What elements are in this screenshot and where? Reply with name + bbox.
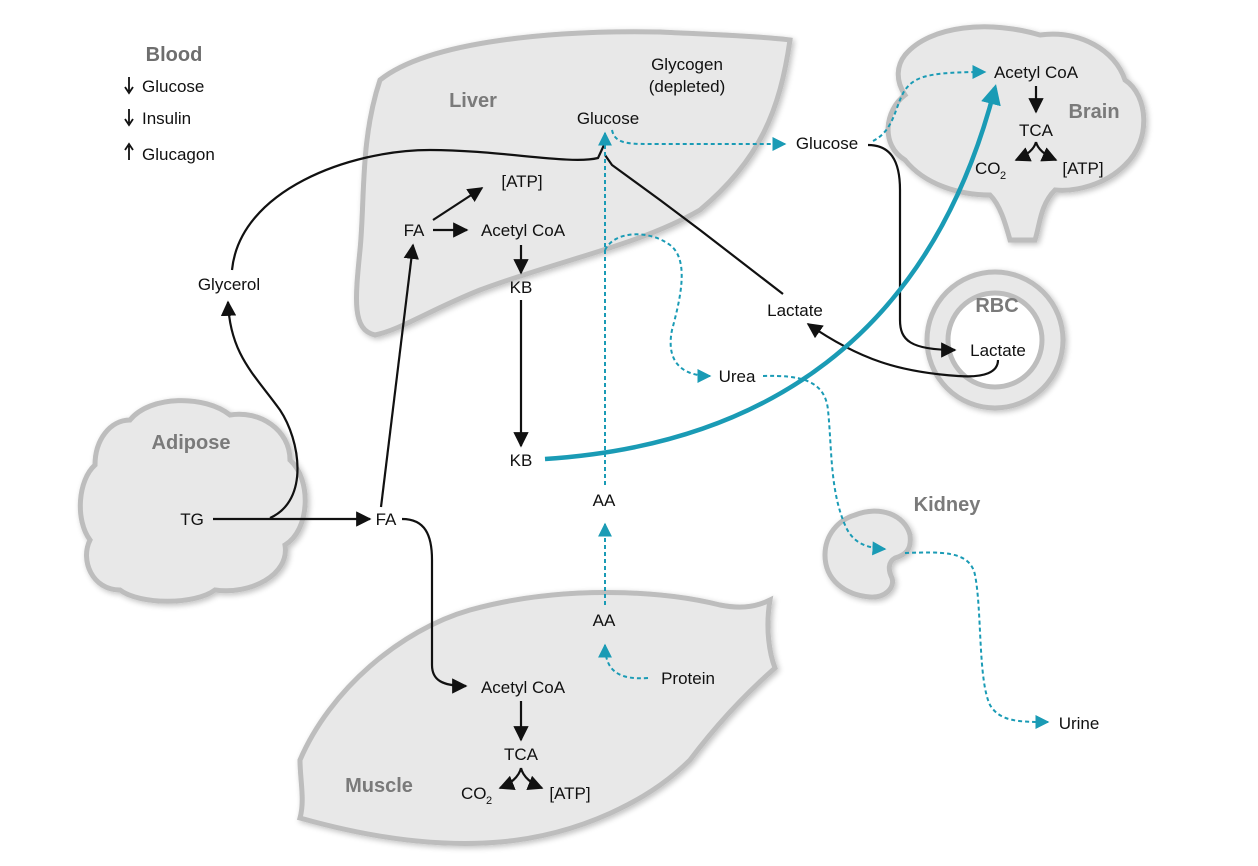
brain-acetylcoa-label: Acetyl CoA [994,63,1079,82]
muscle-acetylcoa-label: Acetyl CoA [481,678,566,697]
legend-item-label: Glucose [142,77,204,96]
legend-item-label: Insulin [142,109,191,128]
fa-to-liver-fa-arrow [379,243,419,508]
brain-atp-label: [ATP] [1062,159,1103,178]
tg-to-glycerol-arrow [220,300,299,520]
rbc-label: RBC [975,295,1018,317]
glycogen-state-label: (depleted) [649,77,726,96]
urea-to-kidney-arrow [762,374,887,556]
urine-label: Urine [1059,714,1100,733]
muscle-aa-label: AA [593,611,616,630]
down-arrow-icon [124,77,134,95]
glucose-to-brain-acetylcoa-arrow [872,65,987,142]
liver-label: Liver [449,90,497,112]
muscle-tca-label: TCA [504,745,539,764]
brain-shape [885,24,1147,243]
protein-to-aa-arrow [598,643,649,680]
legend-title: Blood [146,44,203,66]
lactate-to-glucose-line [604,154,784,295]
protein-label: Protein [661,669,715,688]
glucose-to-rbc-lactate-arrow [867,143,957,358]
liver-acetylcoa-label: Acetyl CoA [481,221,566,240]
fa-to-muscle-acetylcoa-arrow [401,517,468,694]
brain-tca-to-co2-arrow [1014,141,1038,162]
liver-atp-label: [ATP] [501,172,542,191]
glycogen-label: Glycogen [651,55,723,74]
glycerol-label: Glycerol [198,275,260,294]
liver-kb-label: KB [510,278,533,297]
legend-item-glucose: Glucose [124,77,204,96]
down-arrow-icon [124,109,134,127]
muscle-tca-to-co2-arrow [498,767,523,790]
kidney-to-urine-arrow [904,551,1050,729]
blood-fa-label: FA [376,510,397,529]
liver-glucose-label: Glucose [577,109,639,128]
kb-to-brain-acetylcoa-arrow [544,84,1001,462]
fa-to-atp-arrow [432,187,484,221]
glycerol-to-glucose-arrow [230,144,605,271]
urea-label: Urea [719,367,756,386]
legend-item-label: Glucagon [142,145,215,164]
muscle-label: Muscle [345,775,413,797]
muscle-co2-label: CO [461,784,487,803]
blood-lactate-label: Lactate [767,301,823,320]
blood-aa-label: AA [593,491,616,510]
liver-shape [353,29,793,338]
tg-label: TG [180,510,204,529]
legend-item-insulin: Insulin [124,109,191,128]
adipose-shape [77,398,308,604]
brain-tca-to-atp-arrow [1034,141,1058,162]
liver-fa-label: FA [404,221,425,240]
adipose-label: Adipose [152,432,231,454]
blood-kb-label: KB [510,451,533,470]
kidney-shape [822,508,913,600]
legend: Blood Glucose Insulin Glucagon [124,44,215,164]
rbc-inner [945,290,1045,390]
kidney-label: Kidney [914,494,982,516]
rbc-lactate-label: Lactate [970,341,1026,360]
muscle-shape [296,590,778,846]
brain-co2-subscript: 2 [1000,170,1006,182]
muscle-tca-to-atp-arrow [519,767,544,790]
aa-to-urea-arrow [604,233,712,383]
up-arrow-icon [124,142,134,160]
legend-item-glucagon: Glucagon [124,142,215,164]
brain-tca-label: TCA [1019,121,1054,140]
brain-co2-label: CO [975,159,1001,178]
muscle-co2-subscript: 2 [486,795,492,807]
blood-glucose-label: Glucose [796,134,858,153]
liver-glucose-to-blood-glucose-arrow [611,129,787,151]
brain-label: Brain [1068,101,1119,123]
muscle-atp-label: [ATP] [549,784,590,803]
